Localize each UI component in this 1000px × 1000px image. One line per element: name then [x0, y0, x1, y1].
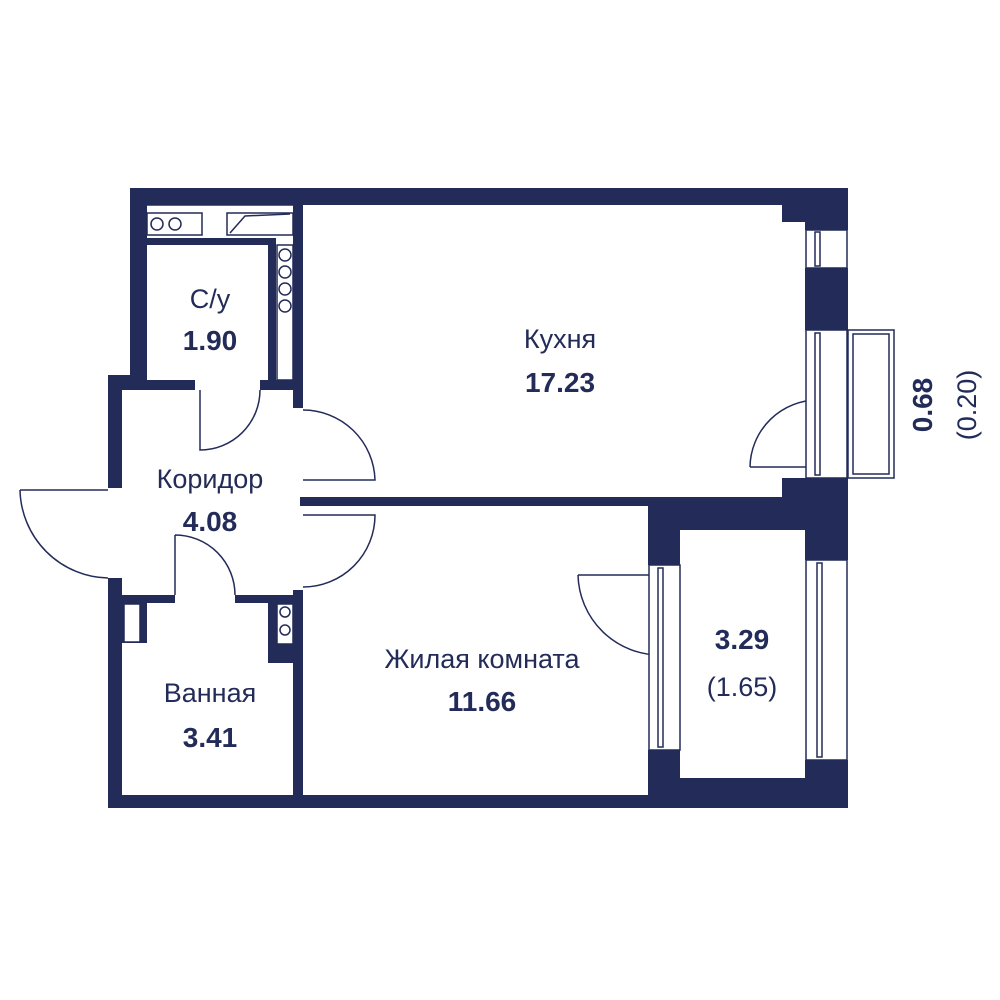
room-area-bathroom: 3.41	[183, 722, 238, 753]
room-name-kitchen: Кухня	[524, 324, 596, 354]
room-name-living: Жилая комната	[384, 644, 580, 674]
loggia-reduced-area: (1.65)	[707, 672, 778, 702]
door-loggia	[577, 574, 661, 656]
fixtures	[123, 204, 294, 645]
room-name-bathroom: Ванная	[164, 678, 256, 708]
loggia-area: 3.29	[715, 624, 770, 655]
room-area-wc: 1.90	[183, 325, 238, 356]
walls	[108, 188, 848, 808]
room-name-wc: С/у	[190, 284, 231, 314]
door-living	[302, 514, 376, 588]
door-bathroom	[174, 534, 236, 596]
windows	[648, 229, 895, 761]
door-wc	[199, 389, 261, 451]
door-kitchen	[302, 409, 376, 481]
balcony	[847, 329, 895, 479]
room-area-kitchen: 17.23	[525, 367, 595, 398]
balcony-reduced-area: (0.20)	[952, 370, 982, 441]
room-area-corridor: 4.08	[183, 506, 238, 537]
doors	[19, 389, 819, 656]
balcony-area: 0.68	[907, 378, 938, 433]
room-name-corridor: Коридор	[157, 464, 264, 494]
room-area-living: 11.66	[448, 686, 517, 717]
door-entrance	[19, 489, 109, 579]
